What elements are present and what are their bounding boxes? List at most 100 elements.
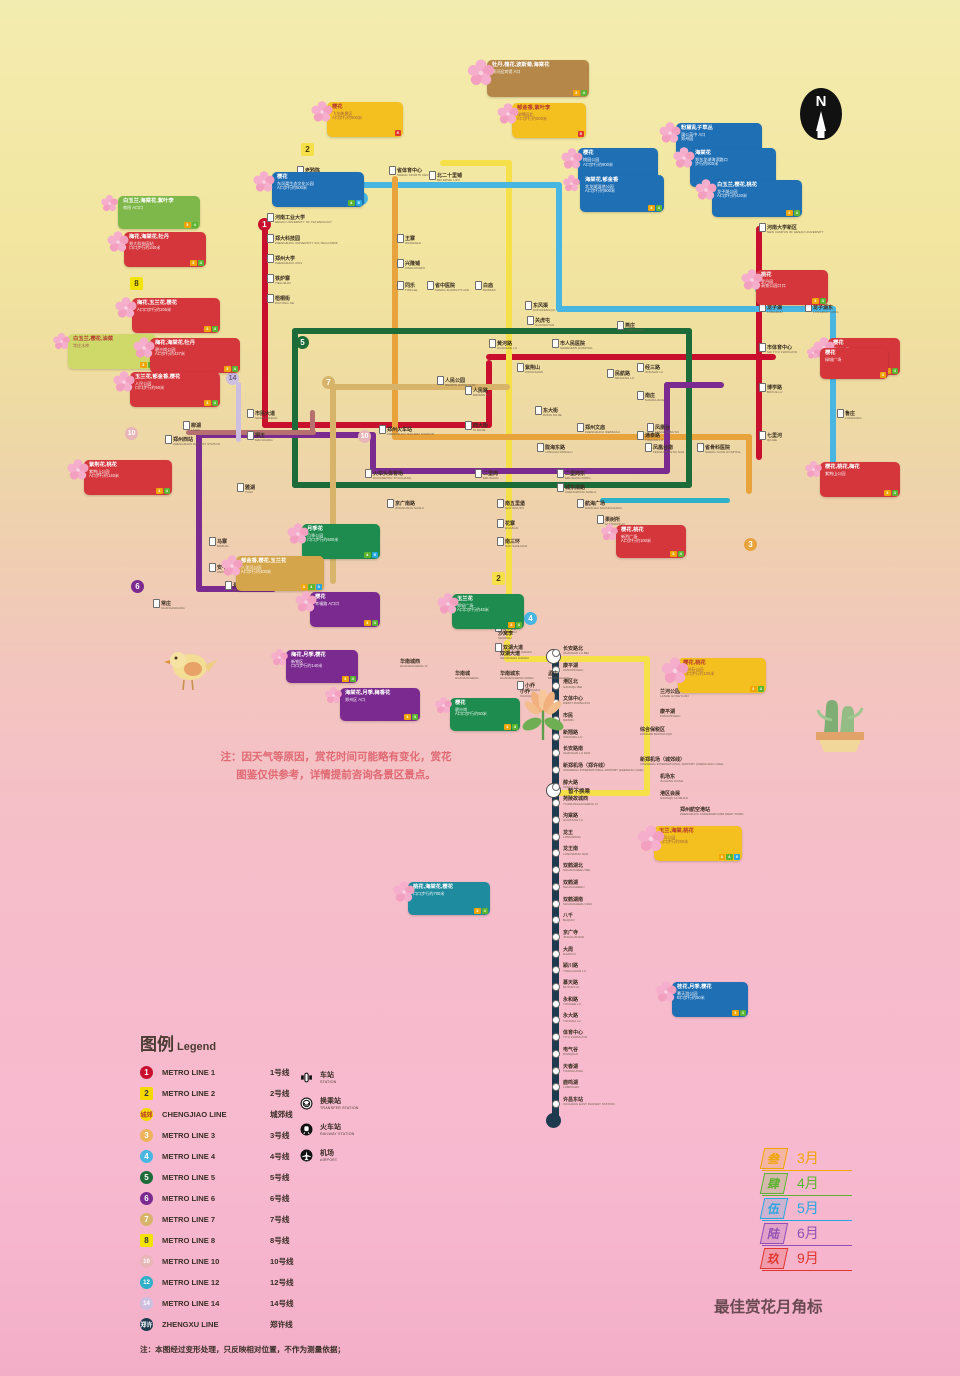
callout-sakura-icon: [434, 696, 460, 722]
zhengxu-station-label-cn: 长安路南: [563, 746, 584, 753]
month-badge-3: 3: [190, 259, 197, 266]
station-marker: [597, 515, 604, 524]
callout-place: A口步行约800米: [583, 161, 614, 167]
station-marker: [525, 301, 532, 310]
sakura-icon: [741, 269, 763, 290]
station-label-cn: 市体育中心: [767, 345, 793, 351]
station-label-cn: 双湖大道: [503, 645, 524, 651]
zhengxu-station-marker: [552, 1083, 560, 1092]
station-icon: [300, 1071, 313, 1084]
station-label-en: ZHENGZHOU RAILWAY STATION: [387, 432, 434, 437]
legend-line-badge: 8: [140, 1234, 153, 1247]
station-marker: [267, 294, 274, 303]
station-label-cn: 北二十里铺: [437, 173, 463, 179]
callout-flowers: 樱花,桃花: [683, 660, 706, 666]
zhengxu-station-marker: [552, 866, 560, 875]
station-label-cn: 凤凰台南: [653, 445, 674, 451]
station-marker: [397, 259, 404, 268]
compass-needle-tail: [817, 130, 825, 138]
month-badge-4: 4: [511, 723, 518, 730]
callout-sakura-icon: [804, 460, 830, 486]
station-marker: [247, 409, 254, 418]
station-label-en: LIUHU: [191, 428, 201, 433]
callout-month-badges: 3: [879, 371, 886, 378]
station-label-cn: 京广南路: [395, 501, 416, 507]
month-badge-3: 3: [786, 209, 793, 216]
station-label-en: CHENGDONG NANLU: [565, 490, 597, 495]
callout-place: 郑州区 A口: [345, 696, 366, 702]
legend-icon-label-cn: 换乘站: [320, 1098, 341, 1105]
callout-place: 飞龙峡景区: [332, 110, 353, 116]
station-label-cn: 河南大学新区: [767, 225, 798, 231]
chengjiao-station-label-en: MENGZHUANG: [548, 676, 570, 681]
sakura-icon: [435, 696, 452, 714]
zhengxu-station-marker: [552, 949, 560, 958]
month-badge-4: 4: [655, 204, 662, 211]
month-badge-3: 3: [504, 723, 511, 730]
callout-flowers: 桃花,海棠花,樱花: [413, 884, 454, 890]
callout-walk-distance: 口口步行约140米: [291, 663, 323, 669]
line-badge-7: 7: [322, 376, 335, 389]
zhengxu-station-marker: [552, 1049, 560, 1058]
month-badge-4: 4: [191, 221, 198, 228]
callout-sakura-icon: [560, 147, 586, 173]
station-label-en: NAN WULIPU: [505, 506, 525, 511]
legend-icon-label-en: TRANSFER STATION: [320, 1106, 359, 1110]
line-6-path: [370, 432, 376, 474]
chengjiao-station-label-cn: 华南城东: [500, 671, 521, 677]
legend-line-name-en: METRO LINE 5: [162, 1173, 216, 1182]
line-4-path: [556, 182, 562, 312]
station-label-cn: 凤凰台: [655, 425, 671, 431]
chengjiao-station-label-cn: 郑州航空港站: [680, 807, 711, 813]
chengjiao-path: [504, 656, 650, 662]
legend-line-name-en: METRO LINE 10: [162, 1257, 220, 1266]
station-label-en: HUAZHAI: [505, 526, 519, 531]
station-label-en: ZHENGZHOU UNIVERSITY SCI-TECH PARK: [275, 241, 338, 246]
line-badge-4: 4: [524, 612, 537, 625]
station-label-cn: 省中医院: [435, 283, 456, 289]
line-1-path: [486, 360, 492, 428]
zhengxu-station-marker: [552, 832, 560, 841]
line-badge-5: 5: [296, 336, 309, 349]
chengjiao-station-label-en: LANHE GONGYUAN: [660, 694, 689, 699]
callout-place: 龙子湖公园: [717, 188, 738, 194]
station-marker: [637, 363, 644, 372]
callout-walk-distance: A口步行约427米: [155, 351, 186, 357]
callout-sakura-icon: [740, 268, 766, 294]
legend-line-name-cn: 6号线: [270, 1194, 290, 1203]
chengjiao-station-label-cn: 双湖大道: [500, 651, 521, 657]
zhengxu-station-label-en: TIYU ZHONGXIN: [563, 1035, 587, 1040]
zhengxu-station-marker: [552, 749, 560, 758]
callout-flowers: 梅花,玉兰花,樱花: [137, 300, 178, 306]
zhengxu-station-marker: [552, 816, 560, 824]
callout-sakura-icon: [466, 58, 495, 85]
